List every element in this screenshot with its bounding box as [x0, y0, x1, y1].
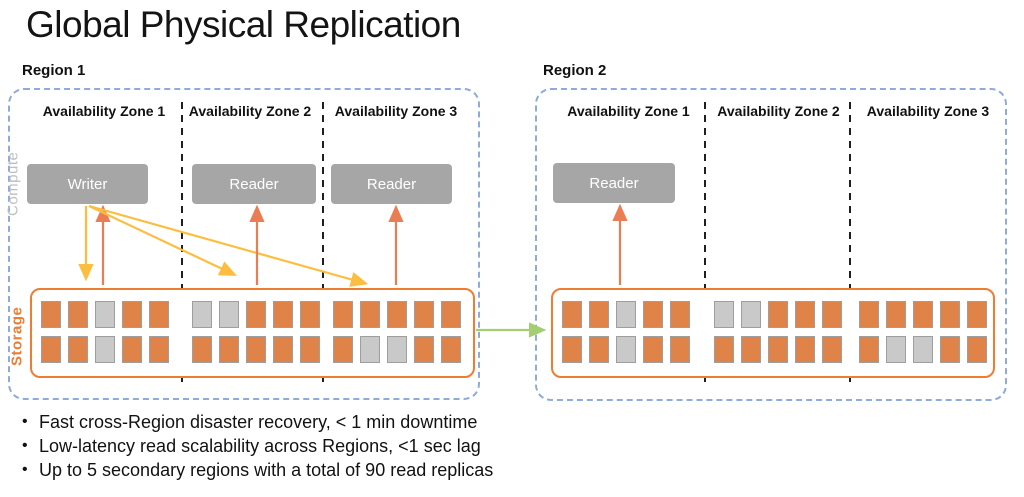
storage-segment-active — [670, 336, 690, 363]
storage-segment-active — [859, 336, 879, 363]
storage-segment-active — [333, 301, 353, 328]
storage-segment-active — [414, 301, 434, 328]
storage-segment-active — [795, 336, 815, 363]
storage-segment-empty — [913, 336, 933, 363]
note-item: Low-latency read scalability across Regi… — [20, 434, 580, 458]
writer-node: Writer — [27, 164, 148, 204]
storage-segment-active — [149, 301, 169, 328]
storage-segment-empty — [360, 336, 380, 363]
notes-list: Fast cross-Region disaster recovery, < 1… — [20, 410, 580, 482]
storage-segment-active — [940, 301, 960, 328]
storage-segment-active — [859, 301, 879, 328]
storage-segment-active — [940, 336, 960, 363]
storage-segment-empty — [219, 301, 239, 328]
storage-segment-active — [414, 336, 434, 363]
storage-segment-active — [68, 301, 88, 328]
storage-segment-active — [562, 336, 582, 363]
storage-segment-active — [441, 336, 461, 363]
region1-storage-az2-blocks — [192, 301, 320, 363]
region1-storage-az1-blocks — [41, 301, 169, 363]
storage-segment-empty — [95, 301, 115, 328]
storage-segment-empty — [95, 336, 115, 363]
note-item: Up to 5 secondary regions with a total o… — [20, 458, 580, 482]
region2-az3-label: Availability Zone 3 — [866, 103, 990, 119]
region-2-label: Region 2 — [543, 62, 607, 79]
storage-side-label: Storage — [8, 306, 26, 366]
storage-segment-active — [768, 301, 788, 328]
storage-segment-active — [273, 336, 293, 363]
storage-segment-active — [886, 301, 906, 328]
region1-az3-label: Availability Zone 3 — [334, 103, 458, 119]
region-2-container: Availability Zone 1 Availability Zone 2 … — [535, 88, 1007, 401]
compute-side-label: Compute — [4, 151, 22, 217]
region-1-label: Region 1 — [22, 62, 86, 79]
storage-segment-empty — [616, 336, 636, 363]
region2-az1-label: Availability Zone 1 — [567, 103, 690, 119]
az-separator — [704, 102, 706, 388]
storage-segment-active — [122, 301, 142, 328]
storage-segment-active — [670, 301, 690, 328]
region1-az2-label: Availability Zone 2 — [188, 103, 312, 119]
reader-node-az2: Reader — [192, 164, 316, 204]
region2-storage-az2-blocks — [714, 301, 842, 363]
storage-segment-active — [967, 301, 987, 328]
storage-segment-active — [768, 336, 788, 363]
storage-segment-active — [41, 301, 61, 328]
storage-segment-active — [300, 336, 320, 363]
storage-segment-active — [589, 301, 609, 328]
storage-segment-active — [589, 336, 609, 363]
storage-segment-active — [246, 336, 266, 363]
storage-segment-active — [273, 301, 293, 328]
storage-segment-active — [149, 336, 169, 363]
storage-segment-active — [822, 336, 842, 363]
region2-storage-az3-blocks — [859, 301, 987, 363]
storage-segment-active — [246, 301, 266, 328]
storage-segment-active — [441, 301, 461, 328]
page-title: Global Physical Replication — [26, 4, 461, 45]
storage-segment-empty — [387, 336, 407, 363]
storage-segment-empty — [616, 301, 636, 328]
storage-segment-active — [741, 336, 761, 363]
storage-segment-active — [122, 336, 142, 363]
storage-segment-active — [68, 336, 88, 363]
storage-segment-active — [643, 336, 663, 363]
note-item: Fast cross-Region disaster recovery, < 1… — [20, 410, 580, 434]
storage-segment-active — [643, 301, 663, 328]
region2-storage-az1-blocks — [562, 301, 690, 363]
region1-az1-label: Availability Zone 1 — [42, 103, 166, 119]
storage-segment-active — [795, 301, 815, 328]
region2-reader-node: Reader — [553, 163, 675, 203]
az-separator — [849, 102, 851, 388]
storage-segment-active — [300, 301, 320, 328]
region2-az2-label: Availability Zone 2 — [717, 103, 840, 119]
storage-segment-active — [967, 336, 987, 363]
storage-segment-active — [219, 336, 239, 363]
storage-segment-empty — [741, 301, 761, 328]
storage-segment-empty — [886, 336, 906, 363]
storage-segment-active — [192, 336, 212, 363]
storage-segment-empty — [714, 301, 734, 328]
reader-node-az3: Reader — [331, 164, 452, 204]
region1-storage-cluster — [30, 288, 475, 378]
storage-segment-active — [360, 301, 380, 328]
region1-storage-az3-blocks — [333, 301, 461, 363]
storage-segment-active — [387, 301, 407, 328]
storage-segment-active — [822, 301, 842, 328]
storage-segment-active — [41, 336, 61, 363]
storage-segment-active — [333, 336, 353, 363]
storage-segment-active — [913, 301, 933, 328]
region2-storage-cluster — [551, 288, 995, 378]
storage-segment-empty — [192, 301, 212, 328]
storage-segment-active — [714, 336, 734, 363]
storage-segment-active — [562, 301, 582, 328]
